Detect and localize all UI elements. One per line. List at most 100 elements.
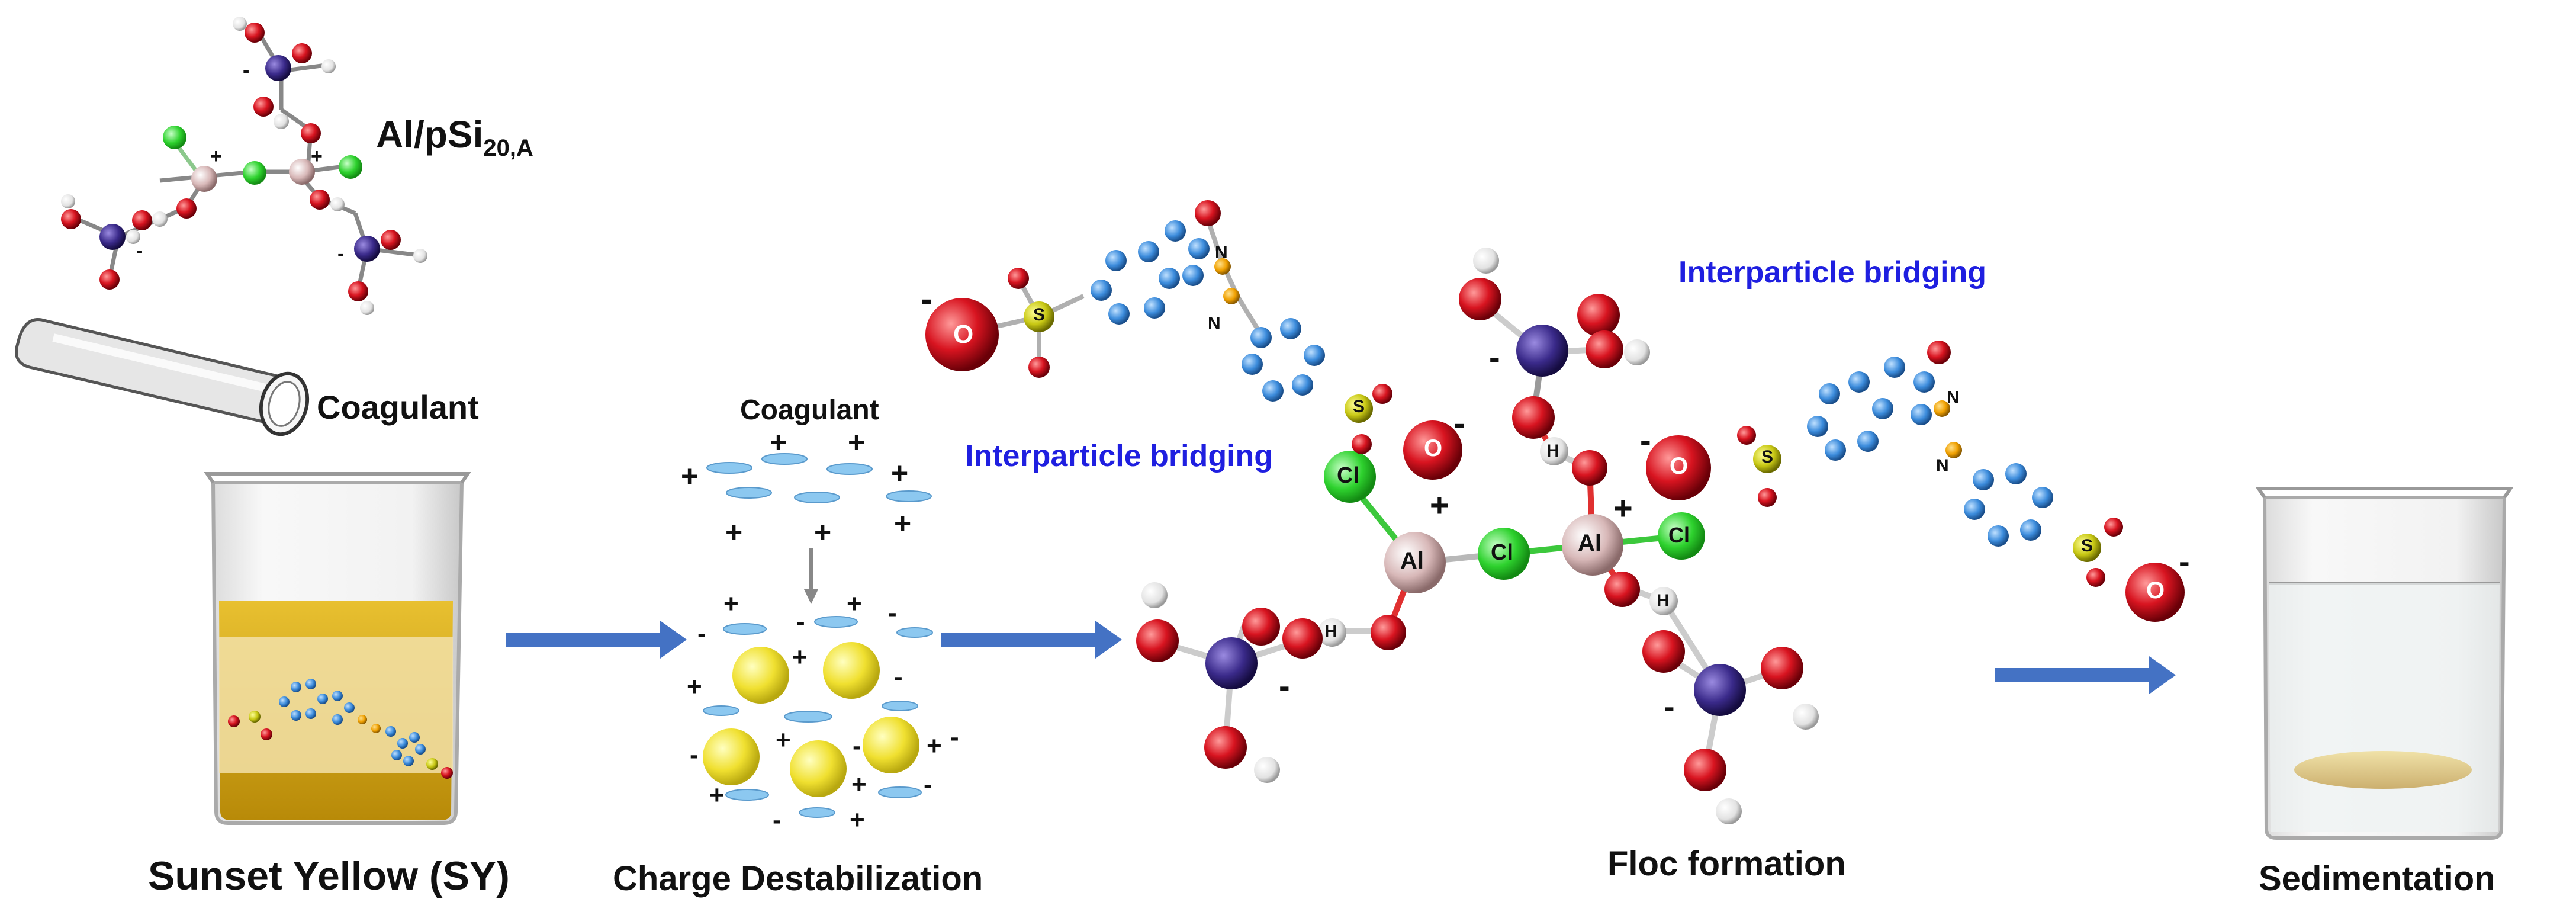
o-symbol: O [1670,453,1689,479]
o-atom [99,269,120,290]
o-atom [1371,615,1406,650]
charge-plus: + [725,516,743,549]
charge-minus: - [337,243,345,265]
si-atom [265,55,291,81]
h-atom [1793,704,1819,730]
o-atom [301,123,321,143]
cl-symbol: Cl [1337,463,1359,488]
formula-subscript: 20,A [483,134,533,161]
charge-minus: - [921,279,932,319]
charge-plus: + [709,781,725,810]
charge-plus: + [770,426,787,459]
h-atom [1254,757,1280,783]
charge-plus: + [894,507,912,540]
coagulant-formula: Al/pSi20,A [376,113,533,162]
h-symbol: H [1657,591,1670,611]
s-symbol: S [2081,536,2093,556]
destabilized-particles [703,616,933,818]
cl-atom [243,161,266,185]
charge-plus: + [210,145,222,168]
n-symbol: N [1936,456,1949,476]
charge-minus: - [894,662,903,691]
sunset-yellow-label: Sunset Yellow (SY) [148,853,510,898]
arrow-3 [1995,656,2176,694]
si-atom [354,236,380,262]
dye-molecule-right [1646,341,2185,622]
charge-plus: + [681,460,699,493]
o-atom [1282,618,1323,659]
floc-atoms [1136,248,1819,824]
o-atom [1204,726,1247,769]
charge-plus: + [1613,489,1633,526]
si-atom [99,224,126,250]
charge-minus: - [924,770,932,799]
n-symbol: N [1215,243,1228,262]
h-atom [1141,582,1168,608]
interparticle-bridging-left: Interparticle bridging [965,439,1273,473]
o-atom [381,230,401,250]
o-atom [61,209,81,229]
charge-plus: + [311,145,323,168]
cl-atom [1658,512,1705,560]
dye-molecule-left [925,200,1462,480]
o-atom [1604,572,1640,607]
arrow-1 [506,621,687,659]
charge-minus: - [697,619,706,648]
h-atom [1716,798,1742,824]
h-atom [321,59,336,73]
o-atom [348,281,368,301]
charge-minus: - [2179,542,2190,580]
s-symbol: S [1353,397,1365,416]
cl-symbol: Cl [1668,523,1690,547]
coagulant-flakes [706,453,932,503]
beaker-sedimentation [2255,487,2514,840]
charge-minus: - [243,59,250,82]
cl-symbol: Cl [1491,540,1513,565]
o-symbol: O [953,320,974,349]
h-atom [1473,248,1499,274]
h-atom [152,211,168,227]
al-atom [289,159,315,185]
h-atom [274,114,289,129]
o-atom [1761,647,1803,689]
o-atom [1136,619,1179,662]
o-atom [253,97,274,117]
si-atom [1516,325,1568,377]
o-atom [1572,450,1607,486]
charge-minus: - [796,607,805,636]
n-symbol: N [1208,314,1221,333]
h-atom [233,17,247,31]
charge-minus: - [690,740,699,769]
o-atom [1577,294,1620,336]
charge-plus: + [848,426,866,459]
cl-atom [339,155,362,179]
arrow-2 [941,621,1122,659]
al-symbol: Al [1578,530,1601,556]
h-atom [1540,437,1568,465]
charge-plus: + [723,589,739,618]
h-atom [1624,339,1650,365]
s-symbol: S [1761,447,1774,467]
al-symbol: Al [1400,548,1424,574]
floc-formation-label: Floc formation [1607,845,1846,883]
h-symbol: H [1546,441,1559,461]
al-atom [1562,514,1623,576]
o-atom [292,43,312,63]
sy-molecule-in-beaker [228,679,453,779]
charge-plus: + [927,731,942,760]
formula-main: Al/pSi [376,113,484,156]
o-atom [245,23,265,43]
process-arrows [506,621,2176,694]
charge-minus: - [136,240,143,262]
o-atom [1512,396,1555,439]
h-atom [330,197,345,211]
charge-minus: - [1453,403,1465,443]
charge-plus: + [687,672,702,701]
charge-plus: + [1430,486,1449,524]
cl-atom [1478,528,1530,580]
sedimentation-label: Sedimentation [2259,859,2495,898]
o-atom [1242,608,1280,646]
h-atom [1318,618,1346,647]
coagulant-tube-label: Coagulant [317,389,479,426]
